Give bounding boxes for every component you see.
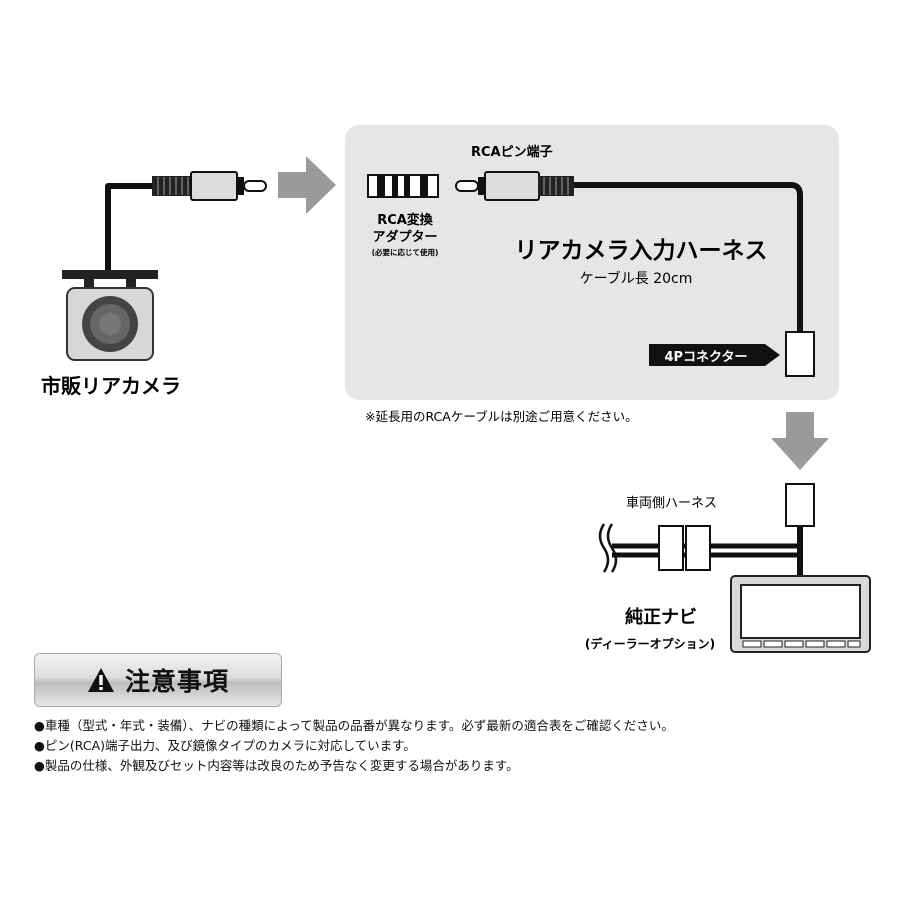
rca-adapter-note: (必要に応じて使用)	[372, 247, 439, 257]
rca-cable-note: ※延長用のRCAケーブルは別途ご用意ください。	[365, 409, 638, 424]
vehicle-harness-label: 車両側ハーネス	[626, 496, 717, 511]
rca-adapter	[367, 174, 439, 198]
harness-panel	[345, 125, 839, 400]
4p-label-box	[649, 344, 780, 366]
rear-camera	[62, 183, 158, 361]
down-arrow-icon	[771, 412, 829, 470]
rca-pin-label: RCAピン端子	[471, 144, 553, 160]
rca-adapter-label-2: アダプター	[372, 229, 437, 245]
4p-connector	[785, 331, 815, 377]
harness-rca-plug	[455, 171, 803, 332]
right-arrow-icon	[278, 156, 336, 214]
harness-title: リアカメラ入力ハーネス	[515, 238, 768, 264]
navi-title: 純正ナビ	[625, 606, 697, 628]
navi-unit	[730, 575, 871, 653]
caution-note: ●車種（型式・年式・装備）、ナビの種類によって製品の品番が異なります。必ず最新の…	[34, 718, 674, 733]
camera-label: 市販リアカメラ	[41, 374, 181, 398]
vehicle-harness	[598, 483, 815, 578]
4p-connector-label: 4Pコネクター	[664, 350, 747, 365]
navi-subtitle: (ディーラーオプション)	[585, 636, 715, 651]
camera-rca-plug	[152, 171, 267, 201]
caution-header: 注意事項	[34, 653, 282, 707]
caution-title: 注意事項	[124, 667, 229, 696]
caution-notes: ●車種（型式・年式・装備）、ナビの種類によって製品の品番が異なります。必ず最新の…	[34, 716, 874, 776]
cable-length: ケーブル長 20cm	[580, 270, 693, 287]
caution-note: ●ピン(RCA)端子出力、及び鏡像タイプのカメラに対応しています。	[34, 738, 416, 753]
rca-adapter-label-1: RCA変換	[377, 212, 434, 228]
caution-note: ●製品の仕様、外観及びセット内容等は改良のため予告なく変更する場合があります。	[34, 758, 519, 773]
warning-triangle-icon	[87, 668, 114, 692]
